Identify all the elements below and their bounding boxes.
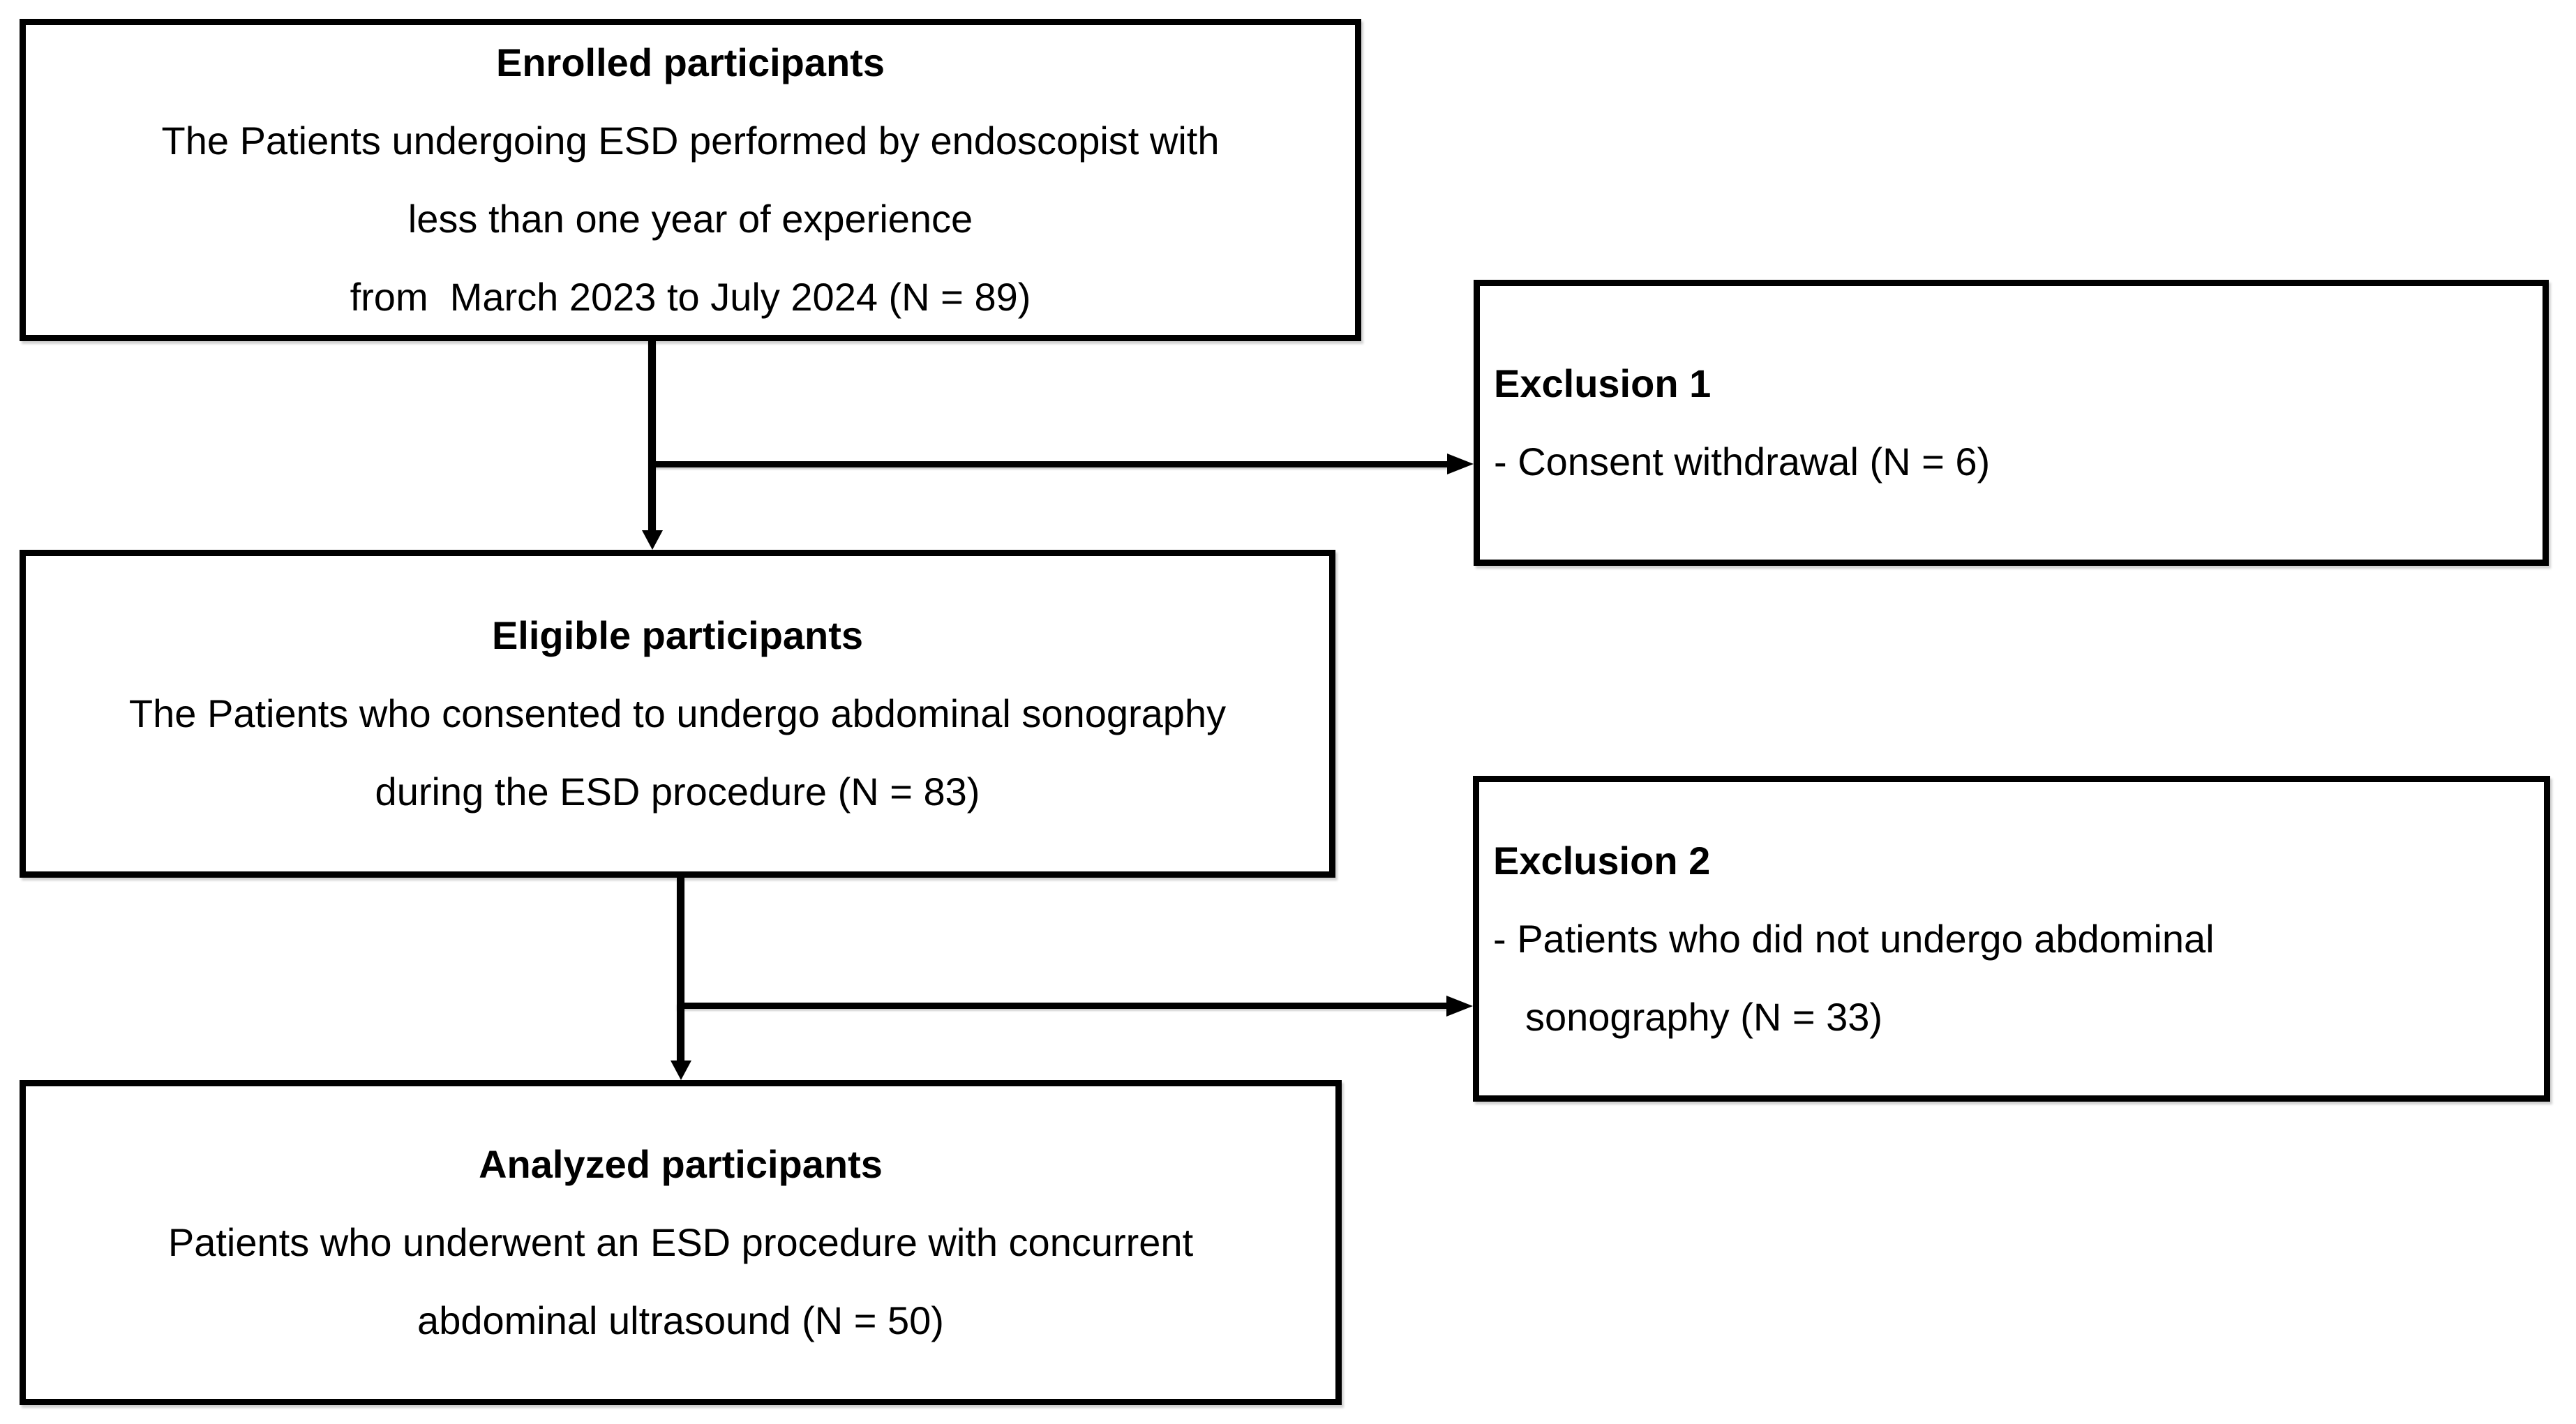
eligible-title: Eligible participants [491,613,864,657]
enrolled-line-3: from March 2023 to July 2024 (N = 89) [350,275,1031,319]
arrow-down-icon [671,1060,691,1080]
connector-enrolled-to-eligible [648,340,656,532]
exclusion1-title: Exclusion 1 [1494,361,1712,405]
eligible-line-1: The Patients who consented to undergo ab… [128,691,1227,735]
eligible-box: Eligible participants The Patients who c… [20,550,1335,878]
enrolled-title: Enrolled participants [496,40,885,84]
connector-to-exclusion2 [677,1003,1446,1009]
exclusion2-line-2: sonography (N = 33) [1525,994,1883,1039]
exclusion2-title: Exclusion 2 [1493,838,1711,883]
exclusion1-box: Exclusion 1 - Consent withdrawal (N = 6) [1474,280,2549,566]
analyzed-box: Analyzed participants Patients who under… [20,1080,1342,1405]
exclusion2-line-1: - Patients who did not undergo abdominal [1493,916,2215,961]
connector-to-exclusion1 [652,461,1447,467]
enrolled-line-2: less than one year of experience [407,197,973,241]
exclusion2-box: Exclusion 2 - Patients who did not under… [1473,776,2550,1102]
analyzed-title: Analyzed participants [479,1142,883,1186]
arrow-down-icon [642,530,663,550]
analyzed-line-1: Patients who underwent an ESD procedure … [167,1220,1194,1264]
eligible-line-2: during the ESD procedure (N = 83) [375,770,980,814]
exclusion1-line-1: - Consent withdrawal (N = 6) [1494,440,1991,484]
enrolled-box: Enrolled participants The Patients under… [20,19,1361,341]
connector-eligible-to-analyzed [677,878,684,1062]
arrow-right-icon [1446,996,1473,1017]
analyzed-line-2: abdominal ultrasound (N = 50) [417,1298,944,1342]
enrolled-line-1: The Patients undergoing ESD performed by… [161,119,1220,163]
arrow-right-icon [1447,454,1474,474]
